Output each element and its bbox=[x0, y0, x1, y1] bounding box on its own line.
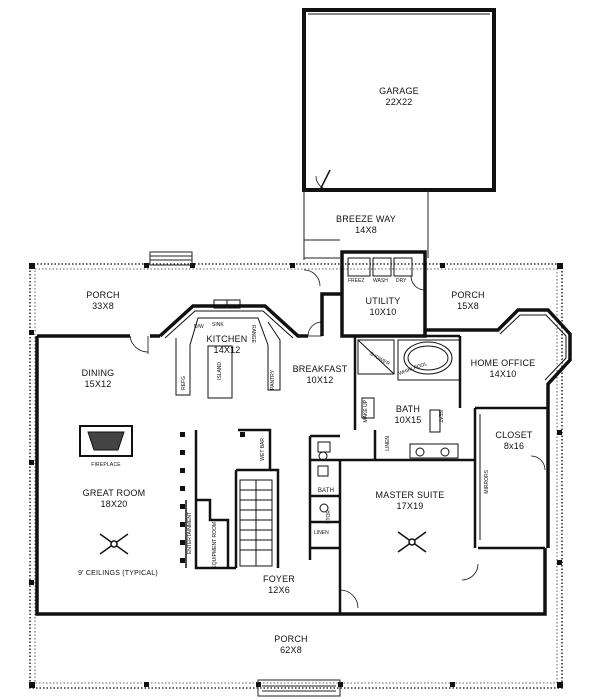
room-size: 14X12 bbox=[213, 345, 241, 355]
room-name: PORCH bbox=[86, 290, 120, 300]
room-name: MASTER SUITE bbox=[375, 490, 445, 500]
room-name: FOYER bbox=[262, 574, 296, 584]
kitchen-counters bbox=[175, 299, 281, 399]
room-size: 62X8 bbox=[280, 645, 302, 655]
porch-railings bbox=[29, 263, 563, 689]
mirrors-label: MIRRORS bbox=[484, 470, 490, 494]
fireplace bbox=[79, 425, 133, 457]
room-name: GREAT ROOM bbox=[82, 488, 146, 498]
shower bbox=[357, 339, 395, 375]
washer-label: WASH bbox=[373, 278, 388, 284]
ceiling-fan-great-room bbox=[99, 533, 129, 555]
room-name: BREAKFAST bbox=[292, 364, 348, 374]
room-name: KITCHEN bbox=[206, 334, 248, 344]
make-up-label: MAKE UP bbox=[363, 400, 369, 423]
front-steps bbox=[257, 679, 341, 697]
room-size: 15X8 bbox=[457, 301, 479, 311]
storage-label: STOR bbox=[326, 510, 332, 524]
room-name: GARAGE bbox=[379, 86, 419, 96]
stairs bbox=[239, 479, 273, 567]
room-size: 22X22 bbox=[385, 97, 413, 107]
island-label: ISLAND bbox=[217, 362, 223, 381]
room-size: 8x16 bbox=[503, 441, 525, 451]
whirlpool-tub bbox=[397, 339, 461, 381]
room-size: 15X12 bbox=[84, 379, 112, 389]
back-steps bbox=[149, 251, 193, 266]
room-size: 18X20 bbox=[100, 499, 128, 509]
room-name: PORCH bbox=[451, 290, 485, 300]
room-size: 14X8 bbox=[355, 225, 377, 235]
dryer-label: DRY bbox=[396, 278, 407, 284]
range-label: RANGE bbox=[250, 325, 256, 343]
seat-label: SEAT bbox=[437, 410, 443, 423]
dishwasher-label: D/W bbox=[194, 324, 204, 330]
room-size: 12X6 bbox=[268, 585, 290, 595]
linen-hall-label: LINEN bbox=[314, 530, 329, 536]
ceilings-note: 9' CEILINGS (TYPICAL) bbox=[78, 570, 158, 577]
fireplace-label: FIREPLACE bbox=[91, 462, 121, 468]
breeze-way-outline bbox=[303, 190, 429, 260]
room-name: PORCH bbox=[274, 634, 308, 644]
room-name: UTILITY bbox=[365, 296, 401, 306]
door-swings bbox=[129, 269, 546, 609]
bath-small-label: BATH bbox=[317, 488, 335, 494]
interior-walls bbox=[185, 334, 548, 614]
room-size: 10X10 bbox=[369, 307, 397, 317]
room-size: 10X12 bbox=[306, 375, 334, 385]
bath-fixtures bbox=[317, 397, 459, 513]
sink-label: SINK bbox=[212, 322, 224, 328]
room-size: 10X15 bbox=[394, 415, 422, 425]
room-name: BATH bbox=[395, 404, 421, 414]
utility-appliances bbox=[347, 257, 413, 277]
pantry-label: PANTRY bbox=[270, 370, 276, 390]
refrigerator-label: REFG bbox=[181, 376, 187, 390]
entertainment-label: ENTERTAINMENT bbox=[187, 512, 193, 555]
room-size: 17X19 bbox=[396, 501, 424, 511]
room-name: CLOSET bbox=[495, 430, 533, 440]
bay-window-lines bbox=[164, 310, 567, 381]
wet-bar-label: WET BAR bbox=[260, 438, 266, 461]
garage-walls bbox=[302, 8, 496, 192]
equipment-room-label: EQUIPMENT ROOM bbox=[212, 522, 218, 569]
freezer-label: FREEZ bbox=[348, 278, 365, 284]
room-name: BREEZE WAY bbox=[335, 214, 397, 224]
room-size: 33X8 bbox=[92, 301, 114, 311]
wet-bar-fixtures bbox=[180, 432, 245, 563]
ceiling-fan-master bbox=[397, 531, 427, 553]
room-name: DINING bbox=[81, 368, 115, 378]
room-name: HOME OFFICE bbox=[470, 358, 536, 368]
room-size: 14X10 bbox=[489, 369, 517, 379]
linen-bath-label: LINEN bbox=[385, 436, 391, 451]
